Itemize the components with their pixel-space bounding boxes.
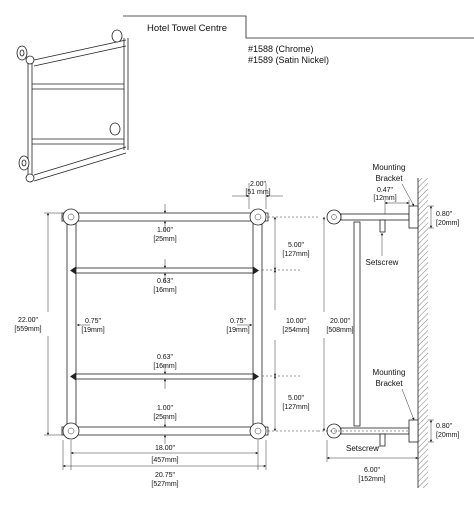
right-top-cap bbox=[249, 208, 267, 226]
top-bracket-arm bbox=[340, 213, 410, 221]
bottom-setscrew bbox=[379, 433, 386, 447]
bracket-width-in: 0.47" bbox=[377, 187, 394, 194]
right-post-dia-in: 0.75" bbox=[230, 318, 247, 325]
product-title: Hotel Towel Centre bbox=[147, 23, 227, 34]
header-rule bbox=[123, 15, 474, 39]
wall-hatching bbox=[418, 178, 428, 488]
left-post-dia-in: 0.75" bbox=[85, 318, 102, 325]
upper-rail-dia-mm: [16mm] bbox=[153, 287, 176, 294]
overall-width-mm: [527mm] bbox=[151, 481, 178, 488]
post-offset-in: 2.00" bbox=[250, 181, 267, 188]
bracket-width-mm: [12mm] bbox=[373, 195, 396, 202]
right-bottom-cap bbox=[249, 422, 267, 440]
top-bar bbox=[61, 212, 269, 222]
post-offset-mm: [51 mm] bbox=[245, 189, 270, 196]
upper-rail bbox=[75, 267, 254, 274]
upper-rail-dia-in: 0.63" bbox=[157, 278, 174, 285]
spacing-bottom-mm: [127mm] bbox=[282, 404, 309, 411]
bottom-wall-flange bbox=[408, 419, 419, 443]
front-view: 22.00" [559mm] 18.00" [457mm] 20.75" [52… bbox=[14, 181, 353, 488]
overall-height-mm: [559mm] bbox=[14, 326, 41, 333]
flange-bottom-mm: [20mm] bbox=[436, 432, 459, 439]
left-top-cap bbox=[62, 208, 80, 226]
flange-top-in: 0.80" bbox=[436, 211, 453, 218]
bottom-bracket-label-2: Bracket bbox=[375, 379, 403, 388]
bottom-setscrew-label: Setscrew bbox=[346, 444, 379, 453]
overall-width-in: 20.75" bbox=[155, 472, 176, 479]
spacing-bottom-in: 5.00" bbox=[288, 395, 305, 402]
bracket-centers-mm: [508mm] bbox=[326, 327, 353, 334]
left-bottom-cap bbox=[62, 422, 80, 440]
spacing-middle-in: 10.00" bbox=[286, 318, 307, 325]
inner-width-in: 18.00" bbox=[155, 445, 176, 452]
spacing-middle-mm: [254mm] bbox=[282, 327, 309, 334]
side-view: Mounting Bracket Mounting Bracket 0.47" … bbox=[318, 163, 459, 488]
bottom-bracket-label-1: Mounting bbox=[373, 368, 406, 377]
spacing-top-in: 5.00" bbox=[288, 242, 305, 249]
projection-in: 6.00" bbox=[364, 467, 381, 474]
bracket-centers-in: 20.00" bbox=[330, 318, 351, 325]
top-bar-dia-mm: [25mm] bbox=[153, 236, 176, 243]
overall-height-in: 22.00" bbox=[18, 317, 39, 324]
lower-rail bbox=[75, 373, 254, 380]
bottom-bar-dia-in: 1.00" bbox=[157, 405, 174, 412]
left-post bbox=[66, 215, 77, 432]
top-bar-dia-in: 1.00" bbox=[157, 227, 174, 234]
top-bracket-label-2: Bracket bbox=[375, 174, 403, 183]
product-thumbnail bbox=[16, 29, 129, 183]
top-setscrew-label: Setscrew bbox=[366, 258, 399, 267]
bottom-bar bbox=[61, 426, 269, 436]
flange-top-mm: [20mm] bbox=[436, 220, 459, 227]
lower-rail-dia-in: 0.63" bbox=[157, 354, 174, 361]
side-upright bbox=[353, 221, 361, 427]
right-post-dia-mm: [19mm] bbox=[226, 327, 249, 334]
top-wall-flange bbox=[408, 205, 419, 229]
model-chrome: #1588 (Chrome) bbox=[248, 44, 314, 54]
spacing-top-mm: [127mm] bbox=[282, 251, 309, 258]
side-top-bar-end bbox=[326, 209, 342, 225]
left-post-dia-mm: [19mm] bbox=[81, 327, 104, 334]
flange-bottom-in: 0.80" bbox=[436, 423, 453, 430]
right-post bbox=[252, 215, 263, 432]
model-satin-nickel: #1589 (Satin Nickel) bbox=[248, 55, 329, 65]
bottom-bar-dia-mm: [25mm] bbox=[153, 414, 176, 421]
inner-width-label: [457mm] bbox=[151, 457, 178, 464]
lower-rail-dia-mm: [16mm] bbox=[153, 363, 176, 370]
top-setscrew bbox=[379, 219, 386, 233]
top-bracket-label-1: Mounting bbox=[373, 163, 406, 172]
header: Hotel Towel Centre #1588 (Chrome) #1589 … bbox=[123, 15, 474, 65]
projection-mm: [152mm] bbox=[358, 476, 385, 483]
